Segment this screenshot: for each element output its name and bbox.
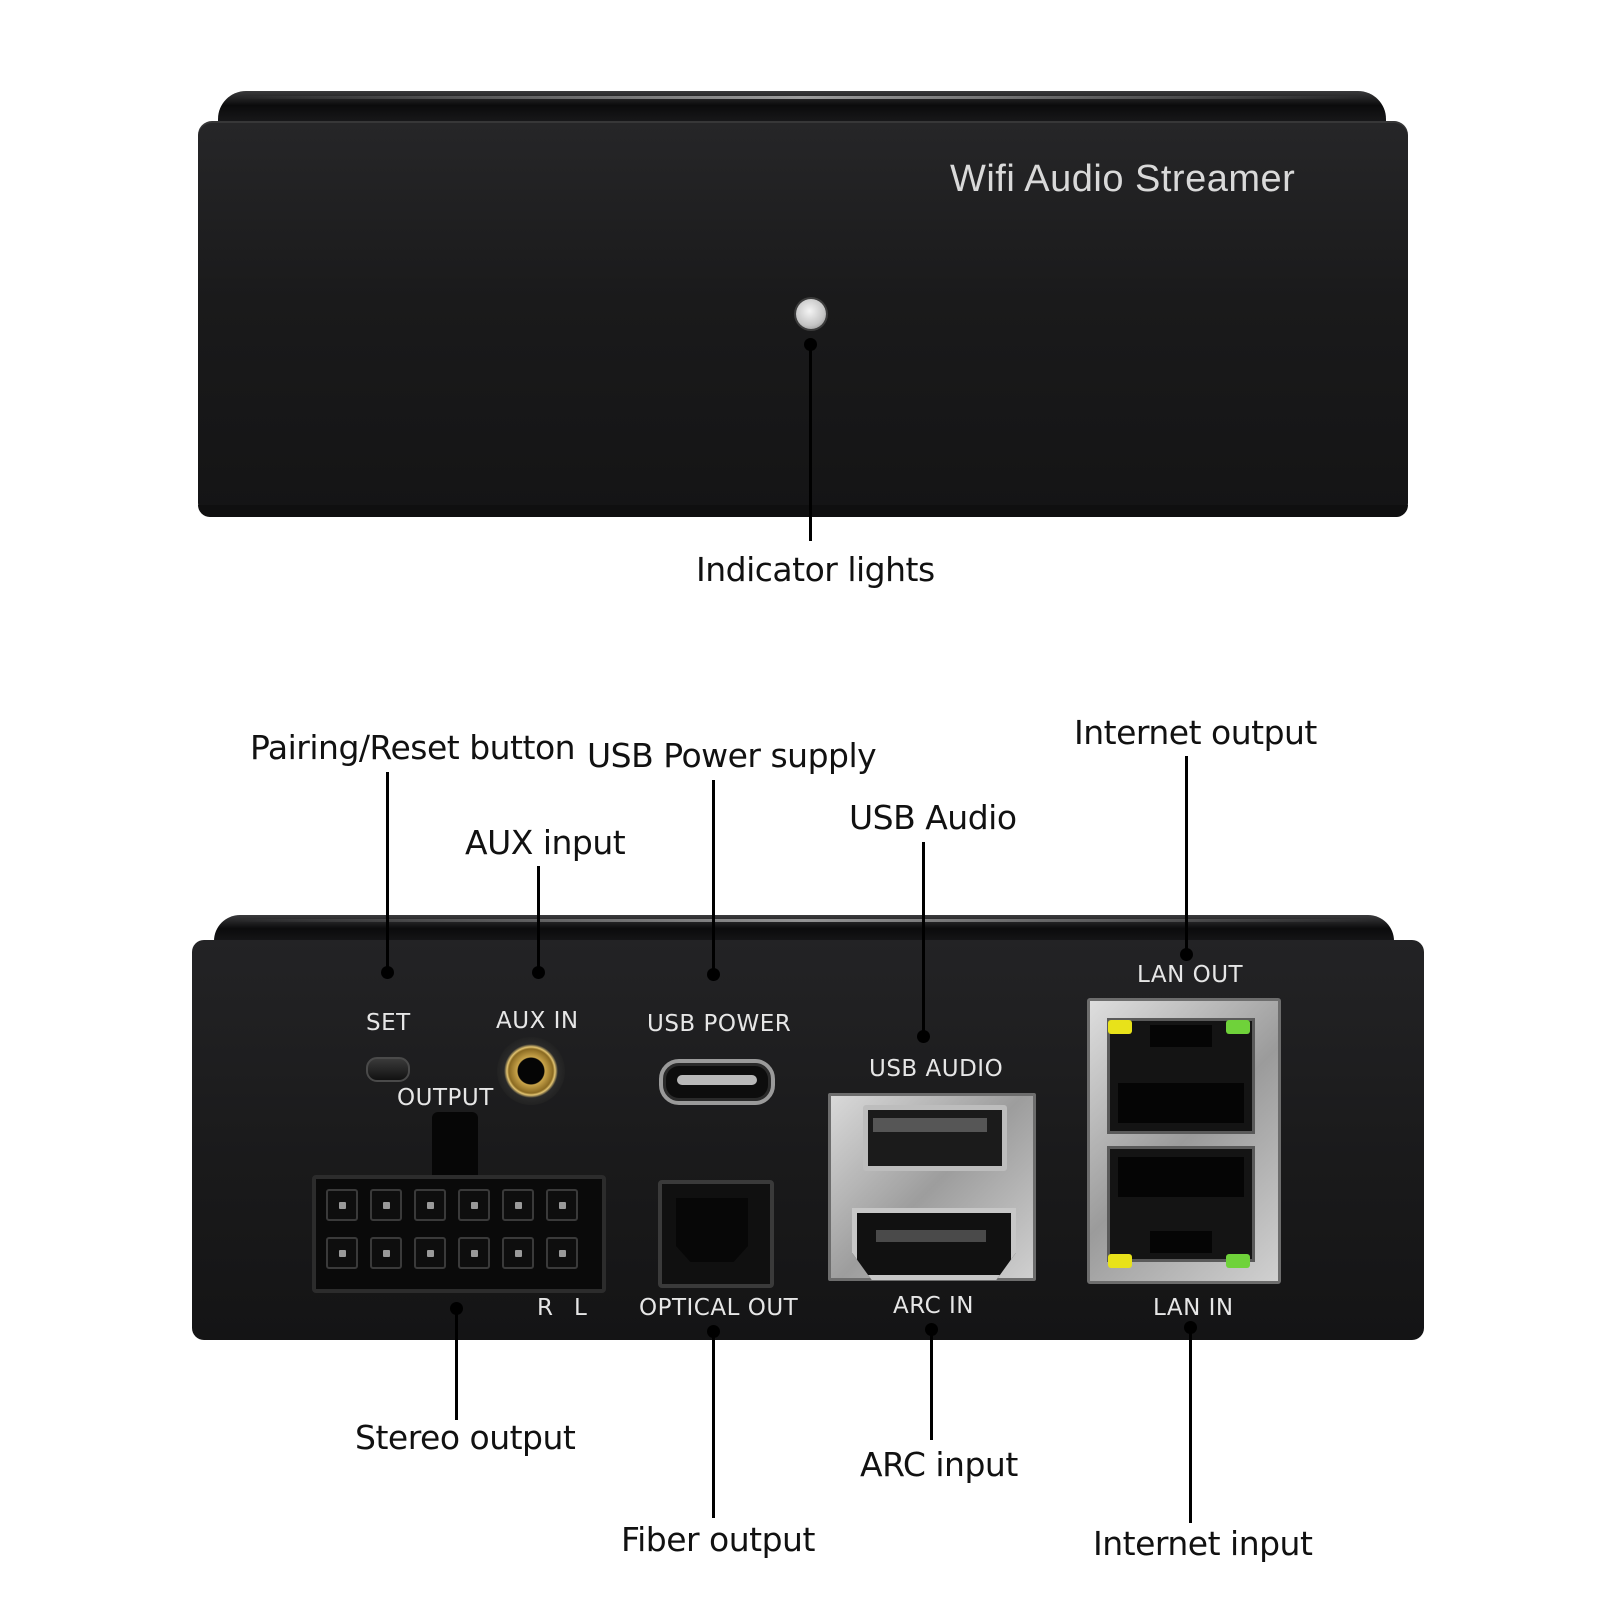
lan-in-port <box>1107 1146 1255 1262</box>
usb-a-tongue <box>873 1118 987 1132</box>
internet-input-line <box>1189 1328 1192 1523</box>
pairing-reset-line <box>386 772 389 968</box>
internet-input-callout: Internet input <box>1093 1524 1313 1563</box>
rj45-contacts <box>1118 1157 1244 1197</box>
indicator-callout-label: Indicator lights <box>696 550 935 589</box>
fiber-output-dot <box>707 1325 720 1338</box>
hdmi-tongue <box>876 1230 986 1242</box>
arc-input-line <box>930 1330 933 1440</box>
lan-in-link-led <box>1108 1254 1132 1268</box>
brand-text: Wifi Audio Streamer <box>950 158 1296 200</box>
stereo-output-callout: Stereo output <box>355 1418 576 1457</box>
aux-in-label: AUX IN <box>496 1008 579 1034</box>
usb-power-label: USB POWER <box>647 1011 792 1037</box>
fiber-output-callout: Fiber output <box>621 1520 815 1559</box>
front-device-base <box>198 505 1408 517</box>
optical-out-label: OPTICAL OUT <box>639 1295 799 1321</box>
usb-audio-dot <box>917 1030 930 1043</box>
arc-input-dot <box>925 1323 938 1336</box>
internet-output-dot <box>1180 948 1193 961</box>
lan-out-link-led <box>1108 1020 1132 1034</box>
stereo-output-dot <box>450 1302 463 1315</box>
output-terminal-latch <box>432 1112 478 1180</box>
l-channel-label: L <box>574 1295 588 1321</box>
internet-input-dot <box>1184 1321 1197 1334</box>
optical-port-opening <box>676 1198 748 1262</box>
stereo-output-terminal <box>312 1175 606 1293</box>
set-reset-button <box>366 1057 410 1082</box>
arc-in-label: ARC IN <box>893 1293 974 1319</box>
arc-input-callout: ARC input <box>860 1445 1018 1484</box>
pairing-reset-dot <box>381 966 394 979</box>
usb-power-supply-line <box>712 780 715 970</box>
terminal-pin <box>370 1189 402 1221</box>
r-channel-label: R <box>537 1295 554 1321</box>
rj45-contacts <box>1118 1083 1244 1123</box>
terminal-pin <box>370 1237 402 1269</box>
fiber-output-line <box>712 1332 715 1518</box>
usb-power-supply-dot <box>707 968 720 981</box>
hdmi-arc-port <box>852 1208 1016 1280</box>
lan-out-port <box>1107 1018 1255 1134</box>
lan-in-activity-led <box>1226 1254 1250 1268</box>
terminal-pin <box>414 1189 446 1221</box>
usb-audio-port <box>863 1105 1007 1171</box>
terminal-pin <box>326 1189 358 1221</box>
indicator-callout-line <box>809 345 812 541</box>
indicator-callout-dot <box>804 338 817 351</box>
terminal-pin <box>326 1237 358 1269</box>
internet-output-line <box>1185 756 1188 951</box>
usb-c-tongue <box>677 1075 757 1085</box>
pairing-reset-callout: Pairing/Reset button <box>250 728 576 767</box>
stereo-output-line <box>455 1310 458 1420</box>
aux-input-callout: AUX input <box>465 823 626 862</box>
terminal-pin <box>546 1237 578 1269</box>
lan-out-label: LAN OUT <box>1137 962 1244 988</box>
aux-in-jack <box>497 1037 565 1105</box>
terminal-pin <box>458 1189 490 1221</box>
aux-input-dot <box>532 966 545 979</box>
rear-lid-highlight <box>232 919 1376 922</box>
front-lid-highlight <box>236 96 1366 99</box>
terminal-pin <box>414 1237 446 1269</box>
usb-audio-line <box>922 842 925 1032</box>
lan-in-label: LAN IN <box>1153 1295 1234 1321</box>
terminal-pin <box>546 1189 578 1221</box>
lan-out-activity-led <box>1226 1020 1250 1034</box>
terminal-pin <box>502 1237 534 1269</box>
usb-audio-label: USB AUDIO <box>869 1056 1004 1082</box>
rj45-clip-notch <box>1150 1025 1212 1047</box>
usb-audio-callout: USB Audio <box>849 798 1017 837</box>
set-label: SET <box>366 1010 411 1036</box>
terminal-pin <box>502 1189 534 1221</box>
rj45-clip-notch <box>1150 1231 1212 1253</box>
terminal-pin <box>458 1237 490 1269</box>
aux-input-line <box>537 866 540 968</box>
output-label: OUTPUT <box>397 1085 494 1111</box>
indicator-light <box>796 299 826 329</box>
usb-power-supply-callout: USB Power supply <box>587 736 877 775</box>
internet-output-callout: Internet output <box>1074 713 1317 752</box>
